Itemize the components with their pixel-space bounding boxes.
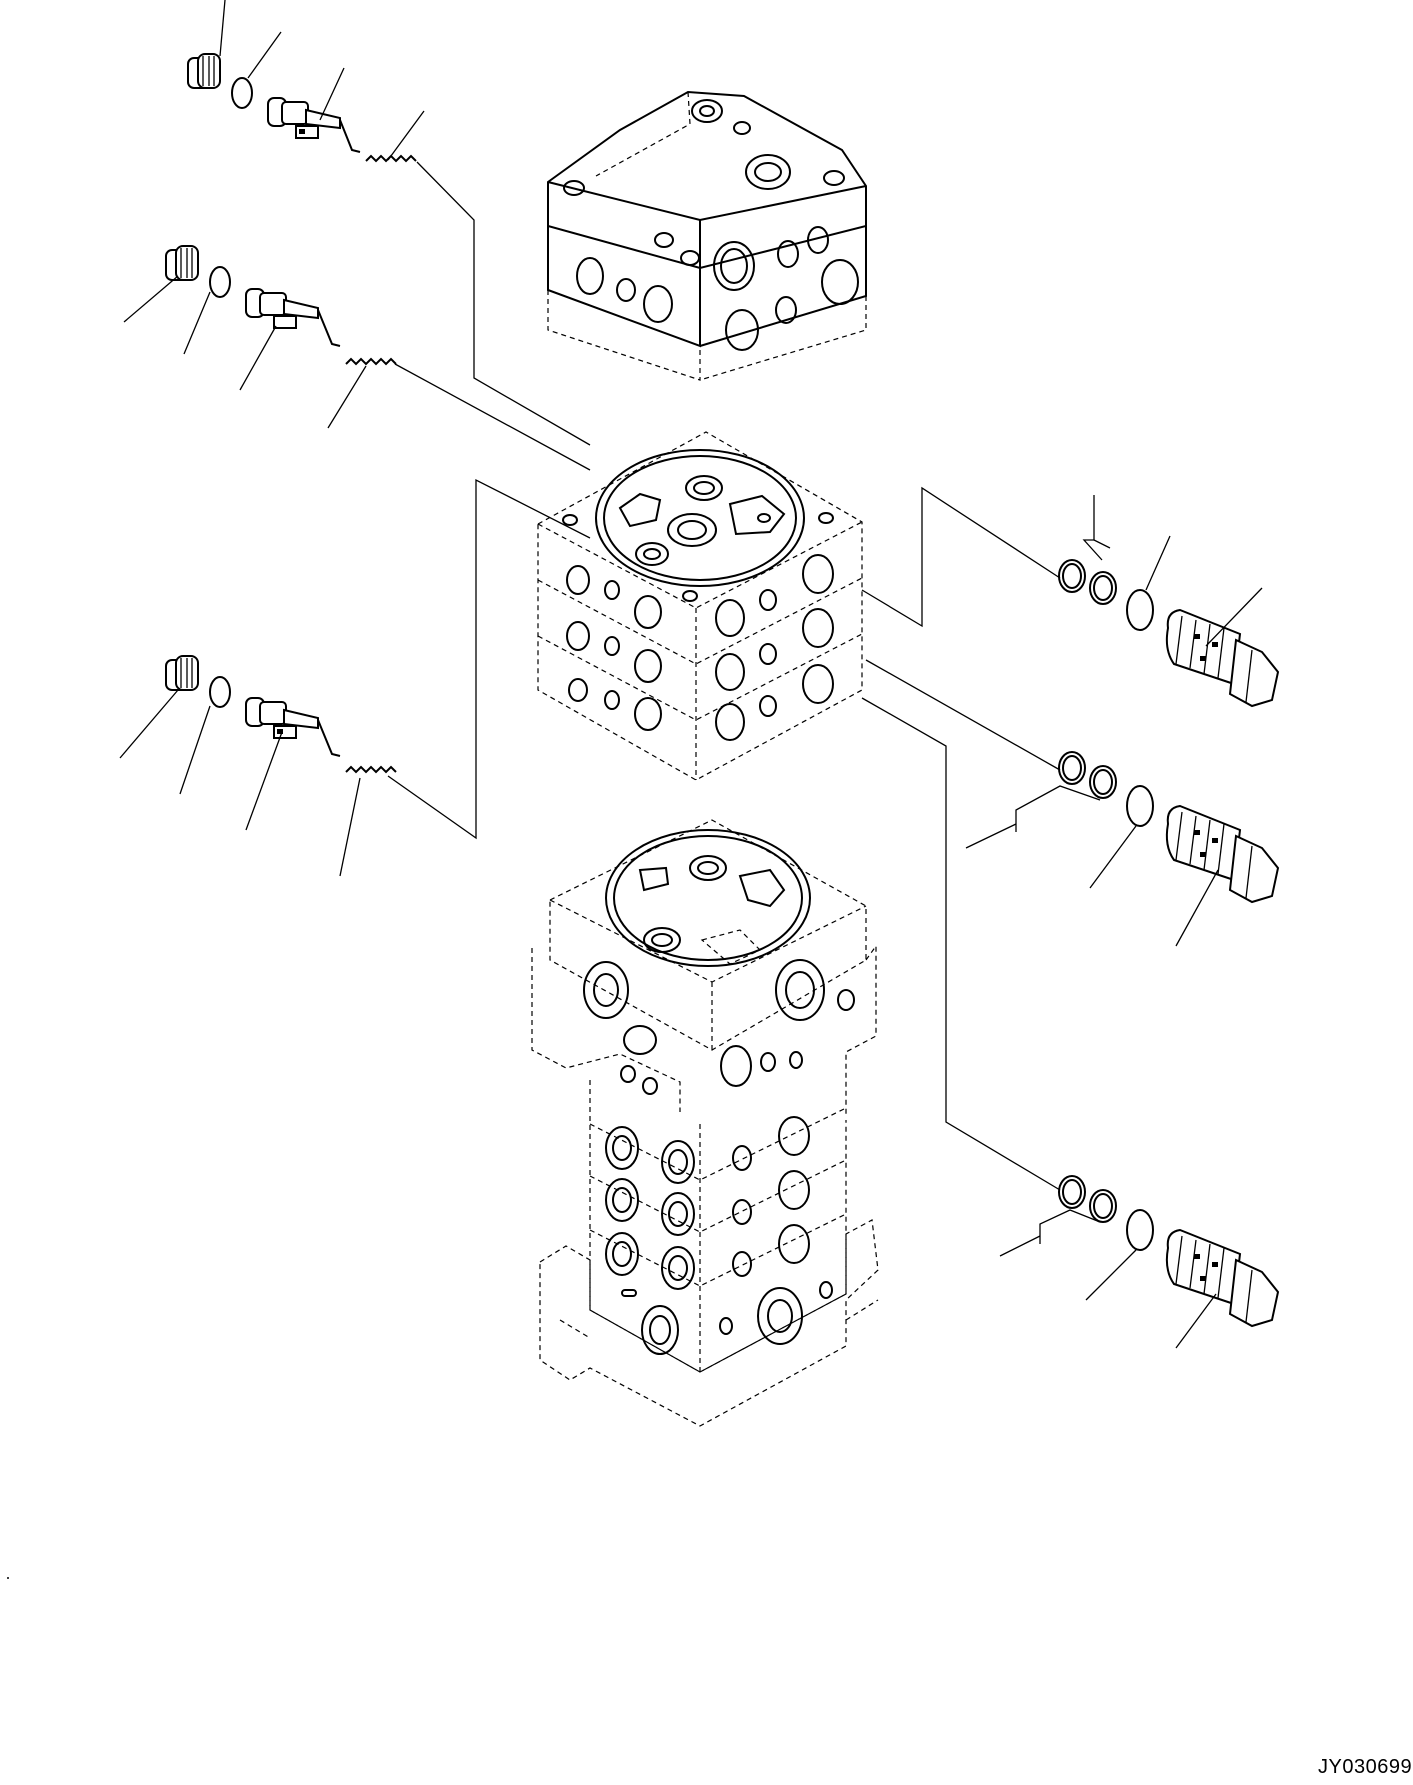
valve-section-block <box>537 431 863 781</box>
backup-ring-icon <box>1089 571 1117 605</box>
stray-mark <box>7 1577 9 1579</box>
o-ring-icon <box>1126 1209 1154 1251</box>
relief-valve-cartridge-icon <box>1165 1228 1280 1328</box>
o-ring-icon <box>1126 589 1154 631</box>
o-ring-icon <box>209 266 231 298</box>
spool-assembly-upper <box>187 0 591 446</box>
backup-ring-icon <box>1058 1175 1086 1209</box>
spool-icon <box>245 697 341 757</box>
relief-valve-cartridge-icon <box>1165 804 1280 904</box>
plug-icon <box>165 655 199 691</box>
spool-icon <box>245 288 341 347</box>
relief-valve-assembly-upper <box>861 486 1280 708</box>
spring-icon <box>345 765 397 774</box>
backup-ring-icon <box>1089 765 1117 799</box>
spring-icon <box>345 357 397 366</box>
backup-ring-icon <box>1058 559 1086 593</box>
main-valve-body <box>531 819 879 1427</box>
drawing-code-label: JY030699 <box>1318 1756 1413 1778</box>
plug-icon <box>165 245 199 281</box>
spool-icon <box>267 97 361 153</box>
spool-assembly-lower <box>119 478 591 877</box>
relief-valve-assembly-middle <box>865 659 1280 947</box>
o-ring-icon <box>231 77 253 109</box>
relief-valve-assembly-lower <box>861 697 1280 1349</box>
backup-ring-icon <box>1058 751 1086 785</box>
o-ring-icon <box>1126 785 1154 827</box>
backup-ring-icon <box>1089 1189 1117 1223</box>
o-ring-icon <box>209 676 231 708</box>
spool-assembly-middle <box>123 245 591 471</box>
relief-valve-cartridge-icon <box>1165 608 1280 708</box>
valve-cover-block <box>547 90 867 381</box>
plug-icon <box>187 53 221 89</box>
